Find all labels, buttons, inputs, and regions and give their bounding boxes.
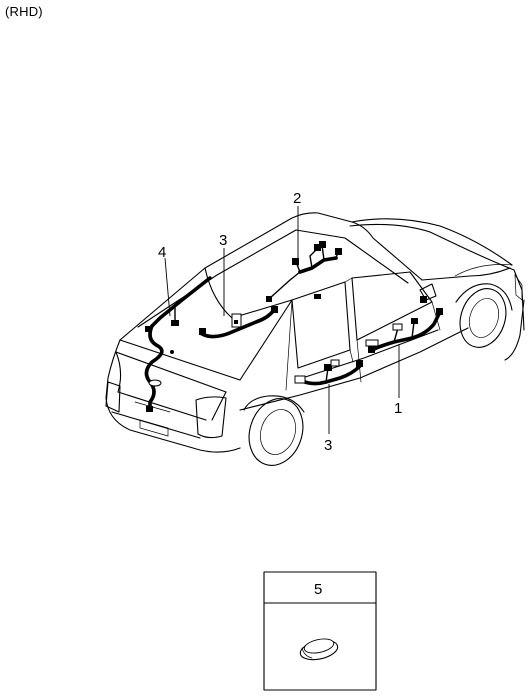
callout-4: 4 [158,244,166,261]
callout-3-upper: 3 [219,232,227,249]
harness-3-door [294,359,363,386]
harness-3-rear [199,306,278,339]
part-box-5: 5 [263,571,377,691]
callout-leaders [164,206,400,434]
callout-1: 1 [394,400,402,417]
callout-3-lower: 3 [324,437,332,454]
harness-4 [144,276,212,412]
grommet-part [299,638,339,661]
part-box-label: 5 [314,581,322,598]
harness-1 [365,296,443,353]
callout-2: 2 [293,190,301,207]
variant-label: (RHD) [5,4,43,19]
harness-2 [266,241,342,302]
